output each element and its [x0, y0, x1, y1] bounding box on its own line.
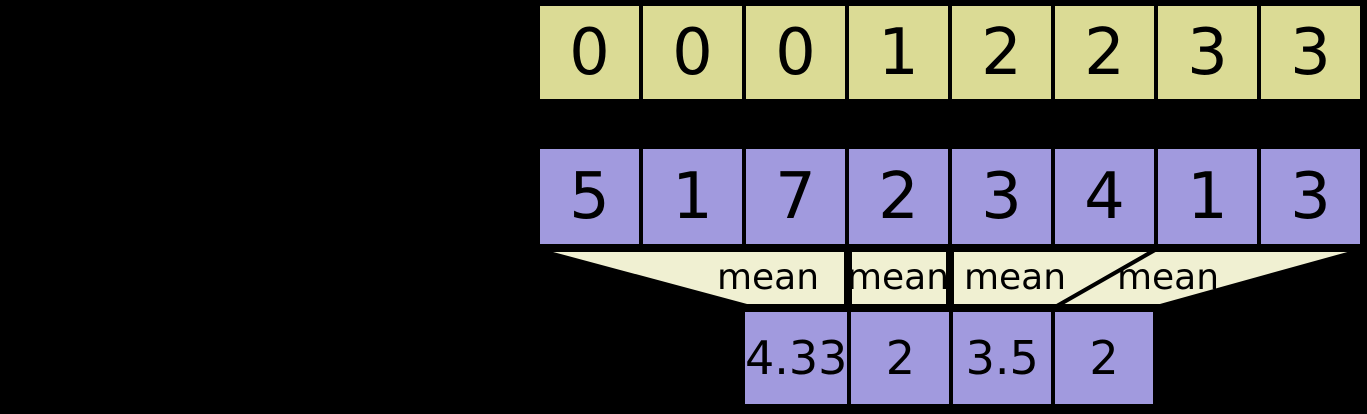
data-value: 7 — [775, 159, 816, 234]
segment-id-cell: 1 — [849, 6, 948, 99]
mean-operation-label: mean — [1116, 257, 1220, 298]
result-cell: 2 — [851, 312, 950, 404]
result-row: 4.33 2 3.5 2 — [741, 308, 1157, 408]
data-cell: 4 — [1055, 149, 1154, 244]
segment-id-value: 0 — [672, 15, 713, 90]
segment-id-value: 3 — [1187, 15, 1228, 90]
result-cell: 3.5 — [953, 312, 1052, 404]
mean-operation-label: mean — [716, 257, 820, 298]
data-value: 1 — [1187, 159, 1228, 234]
data-value: 2 — [878, 159, 919, 234]
segment-id-cell: 0 — [643, 6, 742, 99]
result-value: 4.33 — [745, 331, 848, 385]
segment-id-value: 2 — [1084, 15, 1125, 90]
segment-id-value: 2 — [981, 15, 1022, 90]
data-cell: 1 — [1158, 149, 1257, 244]
funnel-shape-segment-1 — [848, 248, 950, 308]
data-value: 4 — [1084, 159, 1125, 234]
segment-id-value: 3 — [1290, 15, 1331, 90]
result-value: 2 — [885, 331, 915, 385]
segment-id-cell: 0 — [540, 6, 639, 99]
data-value: 3 — [981, 159, 1022, 234]
segment-ids-row: 0 0 0 1 2 2 3 3 — [536, 2, 1364, 103]
data-cell: 2 — [849, 149, 948, 244]
mean-operation-label: mean — [963, 257, 1067, 298]
data-value: 1 — [672, 159, 713, 234]
data-cell: 5 — [540, 149, 639, 244]
segment-id-cell: 3 — [1261, 6, 1360, 99]
segment-id-value: 1 — [878, 15, 919, 90]
funnel-shape-segment-0 — [537, 248, 848, 308]
segment-id-value: 0 — [775, 15, 816, 90]
data-cell: 1 — [643, 149, 742, 244]
segment-id-cell: 2 — [1055, 6, 1154, 99]
data-cell: 3 — [952, 149, 1051, 244]
result-value: 3.5 — [965, 331, 1039, 385]
result-value: 2 — [1089, 331, 1119, 385]
result-cell: 4.33 — [745, 312, 848, 404]
segment-id-value: 0 — [569, 15, 610, 90]
data-value: 3 — [1290, 159, 1331, 234]
mean-operation-label: mean — [846, 257, 950, 298]
segment-id-cell: 2 — [952, 6, 1051, 99]
segment-id-cell: 0 — [746, 6, 845, 99]
result-cell: 2 — [1055, 312, 1153, 404]
data-cell: 7 — [746, 149, 845, 244]
segment-id-cell: 3 — [1158, 6, 1257, 99]
data-value: 5 — [569, 159, 610, 234]
funnel-shape-segment-3 — [1049, 248, 1363, 308]
data-row: 5 1 7 2 3 4 1 3 — [536, 145, 1364, 248]
data-cell: 3 — [1261, 149, 1360, 244]
